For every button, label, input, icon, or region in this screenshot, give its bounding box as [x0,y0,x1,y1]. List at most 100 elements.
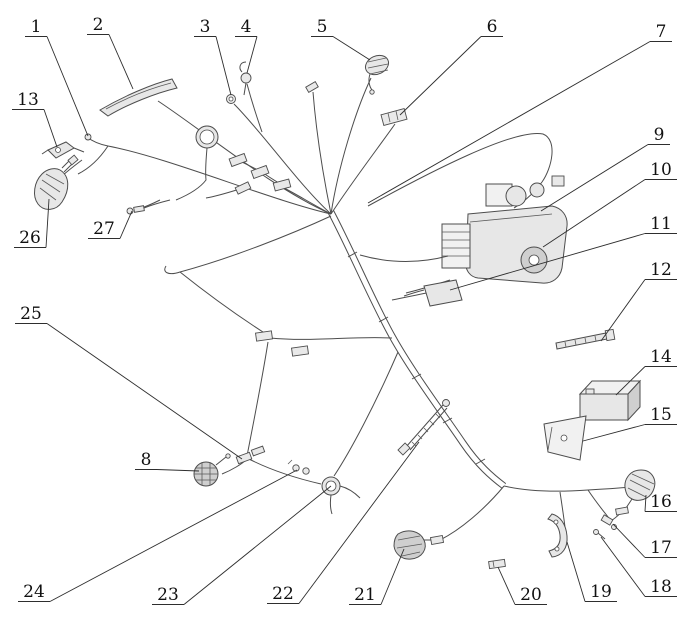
leader-line-6 [399,36,482,116]
inline-connectors-mid [235,330,309,465]
leader-line-5 [332,36,371,61]
leader-line-4 [246,36,258,74]
callout-12: 12 [600,260,677,342]
callout-number-25: 25 [20,304,42,324]
callout-number-7: 7 [656,22,667,42]
leader-line-20 [497,566,516,605]
leader-line-21 [380,548,405,605]
callout-11: 11 [449,214,677,291]
headlight-bracket [41,133,92,159]
callout-7: 7 [367,22,672,204]
multi-pin-connector [380,108,408,126]
leader-line-24 [49,469,298,602]
callout-number-10: 10 [650,160,672,180]
rear-turn-signal-left [393,530,445,560]
callout-13: 13 [12,90,58,148]
callout-number-6: 6 [487,17,498,37]
callout-number-27: 27 [93,219,115,239]
callout-number-8: 8 [141,450,152,470]
leader-line-14 [615,366,646,396]
upper-bracket-part [99,78,178,117]
callout-23: 23 [152,485,332,605]
callout-number-18: 18 [650,577,672,597]
callout-number-2: 2 [93,15,104,35]
threaded-rod [397,399,450,456]
nuts-washers [287,459,310,475]
leader-line-18 [600,536,646,597]
leader-line-15 [582,424,646,442]
callout-number-5: 5 [317,17,328,37]
leader-line-16 [644,494,647,512]
connector-piece [600,514,617,530]
leader-line-19 [566,541,586,602]
ring-terminal [226,94,236,104]
callout-4: 4 [235,17,258,74]
callout-10: 10 [542,160,677,248]
callout-9: 9 [540,125,670,212]
leader-line-3 [215,36,232,96]
callout-1: 1 [25,17,89,137]
round-connector [321,476,361,515]
callout-number-21: 21 [354,585,376,605]
inline-connectors-upper [228,81,319,195]
front-turn-signal-lamp [34,154,79,210]
leader-line-22 [298,441,420,604]
callout-26: 26 [14,198,50,248]
rear-branch-wires [439,485,633,541]
leader-line-9 [540,144,649,212]
small-bolt [126,199,171,215]
leader-line-2 [108,34,134,90]
callout-18: 18 [600,536,677,597]
harness-main-trunk [327,210,507,489]
mid-branch-wires [179,271,399,485]
rear-turn-signal-right [615,469,656,516]
callout-number-24: 24 [23,582,45,602]
callout-number-23: 23 [157,585,179,605]
engine [441,175,568,284]
callout-number-4: 4 [241,17,252,37]
round-coil-unit [195,125,219,149]
cdi-unit [403,279,463,307]
leader-line-1 [46,36,89,137]
leader-line-27 [119,210,133,239]
callout-17: 17 [612,523,677,558]
callout-number-17: 17 [650,538,672,558]
callout-8: 8 [135,450,200,472]
curved-bracket [547,513,568,558]
horn [193,453,231,487]
callout-number-12: 12 [650,260,672,280]
callout-21: 21 [349,548,405,605]
leader-line-17 [612,523,646,558]
callout-25: 25 [15,304,243,460]
callout-number-1: 1 [31,17,42,37]
small-screw [593,529,606,540]
callout-number-9: 9 [654,125,665,145]
battery-box [578,379,642,422]
key-clip-part [239,61,252,96]
long-bolt [555,328,616,350]
front-branch-wires [59,77,553,275]
callout-number-11: 11 [650,214,672,234]
leader-line-12 [600,279,646,342]
callout-6: 6 [399,17,503,116]
small-clamp [488,558,506,570]
callout-5: 5 [311,17,371,61]
callout-number-14: 14 [650,347,672,367]
callout-20: 20 [497,566,547,605]
callout-27: 27 [88,210,133,239]
callout-number-15: 15 [650,405,672,425]
callout-number-13: 13 [17,90,39,110]
leader-line-26 [45,198,50,248]
callout-14: 14 [615,347,677,396]
leader-line-11 [449,233,646,291]
callout-15: 15 [582,405,677,442]
callout-16: 16 [644,492,677,512]
leader-line-13 [43,109,58,148]
callout-19: 19 [566,541,617,602]
callout-number-3: 3 [200,17,211,37]
callout-number-22: 22 [272,584,294,604]
callout-number-26: 26 [19,228,41,248]
